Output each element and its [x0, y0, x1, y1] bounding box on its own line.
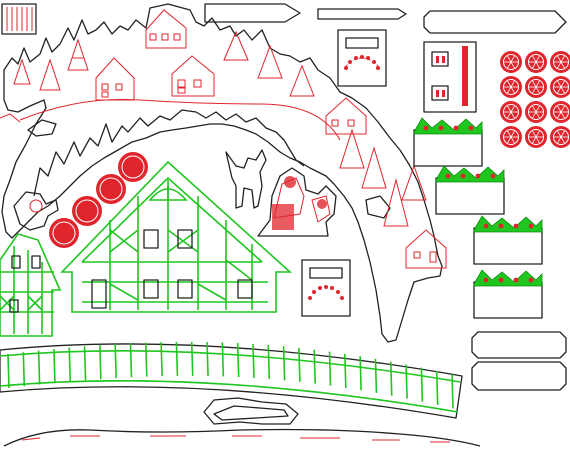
base-engraving	[21, 435, 450, 443]
wheel-icon	[550, 76, 570, 98]
wheel-icon	[550, 51, 570, 73]
rail-tie	[267, 344, 271, 380]
fir-tree-icon	[67, 38, 89, 71]
base-strip	[3, 428, 481, 447]
flower-box-set	[413, 117, 543, 319]
wheel-icon	[550, 126, 570, 148]
arrow-sign-1	[204, 3, 301, 23]
timbered-house-small	[0, 233, 62, 337]
wheel-icon	[500, 76, 522, 98]
rail-tie	[129, 343, 133, 378]
rail-tie	[344, 353, 347, 388]
house-icon	[145, 9, 187, 49]
rail-tie	[206, 342, 209, 377]
rail-tie	[236, 343, 240, 378]
rail-tie	[389, 361, 393, 396]
rail-tie	[37, 350, 41, 385]
rail-tie	[68, 347, 72, 382]
rail-tie	[22, 352, 26, 387]
rail-tie	[359, 356, 362, 391]
rock-cutout	[203, 397, 299, 425]
rail-tie	[221, 342, 225, 377]
wheel-icon	[525, 101, 547, 123]
rail-tie	[420, 367, 424, 402]
flower-box	[473, 269, 543, 319]
rail-tie	[252, 343, 255, 378]
rail-tie	[83, 346, 87, 381]
rail-tie	[282, 346, 286, 381]
wheel-icon	[118, 152, 148, 182]
fir-tree-icon	[223, 30, 249, 61]
rail-tie	[328, 351, 332, 386]
meter-box-top	[337, 29, 387, 87]
meter-box-bottom	[301, 259, 351, 317]
fir-tree-icon	[361, 146, 387, 189]
rail-tie	[405, 364, 408, 399]
wheel-icon	[500, 101, 522, 123]
rail-tie	[99, 345, 102, 380]
rail-tie	[53, 349, 56, 384]
flower-box	[413, 117, 483, 167]
fir-tree-icon	[383, 178, 409, 227]
wheel-set-left	[49, 152, 148, 248]
rail-tie	[451, 374, 454, 409]
house-icon	[95, 57, 135, 101]
rail-tie	[435, 371, 439, 406]
signboard-set	[471, 331, 567, 391]
fir-tree-icon	[289, 64, 315, 97]
rail-tie	[160, 342, 163, 377]
house-icon	[325, 97, 367, 135]
rail-tie	[374, 358, 378, 393]
wheel-icon	[500, 126, 522, 148]
santa-figure-cutout	[257, 167, 337, 237]
railway-track-icon	[0, 341, 463, 419]
house-icon	[171, 55, 215, 97]
rail-tie	[144, 342, 148, 377]
wheel-icon	[525, 51, 547, 73]
rail-tie	[190, 341, 194, 376]
fir-tree-icon	[257, 44, 283, 79]
fir-tree-icon	[39, 58, 61, 91]
wheel-icon	[49, 218, 79, 248]
arrow-sign-2	[317, 8, 407, 20]
rail-tie	[7, 353, 10, 389]
rail-tie	[298, 347, 301, 382]
wheel-icon	[96, 174, 126, 204]
wheel-set-right	[500, 51, 570, 148]
house-icon	[405, 229, 447, 269]
wheel-icon	[525, 76, 547, 98]
deer-cutout	[225, 149, 267, 209]
flower-box	[473, 215, 543, 265]
timbered-house-large	[60, 160, 293, 313]
rail-tie	[114, 344, 117, 379]
fir-tree-icon	[13, 58, 31, 85]
flower-box	[435, 165, 505, 215]
rail-tie	[175, 341, 179, 376]
wheel-icon	[500, 51, 522, 73]
rail-tie	[313, 349, 317, 384]
snowman-cutout	[13, 191, 59, 231]
wheel-icon	[72, 196, 102, 226]
wheel-icon	[550, 101, 570, 123]
fir-tree-icon	[339, 128, 365, 169]
snowy-arch-scenery	[1, 3, 443, 343]
wheel-icon	[525, 126, 547, 148]
striped-box	[1, 3, 37, 35]
fir-tree-icon	[401, 164, 427, 201]
village-engraving	[0, 9, 447, 269]
window-panel	[423, 41, 477, 113]
arrow-sign-3	[423, 10, 567, 34]
